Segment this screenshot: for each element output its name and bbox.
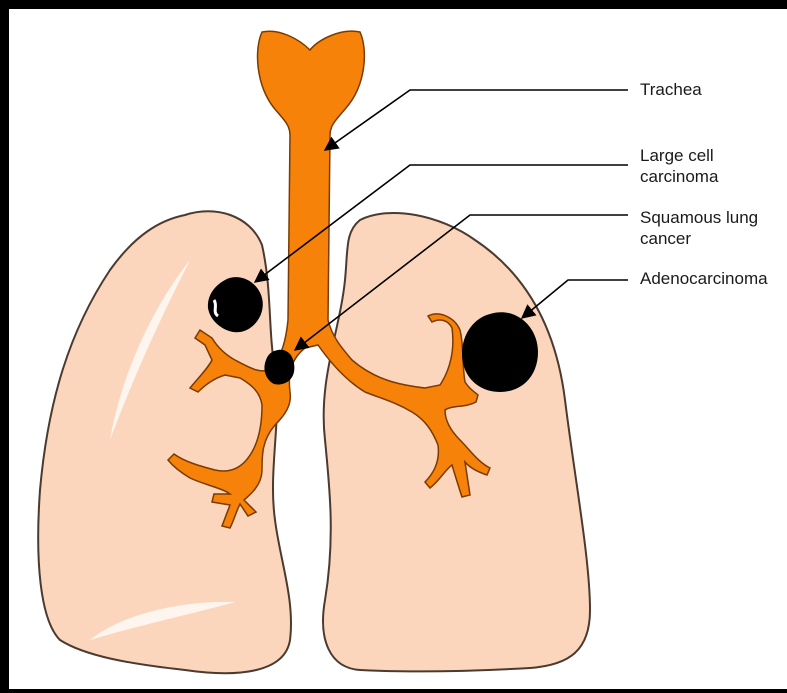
right-lung (38, 211, 291, 673)
squamous-lung-cancer-label: Squamous lung cancer (640, 207, 758, 249)
large-cell-carcinoma-label: Large cell carcinoma (640, 145, 718, 187)
adenocarcinoma-label: Adenocarcinoma (640, 268, 768, 289)
trachea-label: Trachea (640, 79, 702, 100)
squamous-tumor (264, 350, 294, 385)
adenocarcinoma-tumor (462, 312, 538, 392)
trachea-pointer (325, 90, 628, 150)
